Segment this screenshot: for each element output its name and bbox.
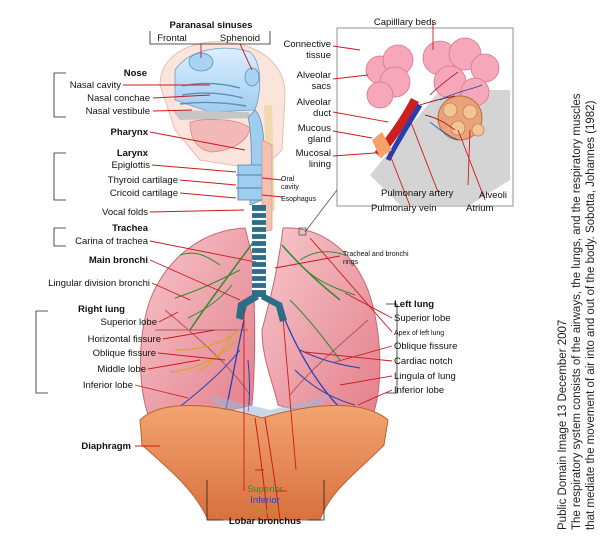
label-lobar-middle: Middle [251,506,279,517]
label-oral-cavity-2: cavity [281,184,299,191]
label-lobar-superior: Superior [247,484,283,495]
label-nasal-vestibule: Nasal vestibule [86,106,150,117]
caption-line-3: that mediate the movement of air into an… [585,100,597,530]
label-esophagus: Esophagus [281,196,317,203]
label-nose: Nose [124,68,147,79]
label-left-inferior-lobe: Inferior lobe [394,385,444,396]
label-atrium: Atrium [466,203,494,214]
label-sphenoid: Sphenoid [220,33,260,44]
label-main-bronchi: Main bronchi [89,255,148,266]
label-mucous-gland-2: gland [308,134,331,145]
label-carina: Carina of trachea [75,236,149,247]
label-pulmonary-artery: Pulmonary artery [381,188,454,199]
label-connective-2: tissue [306,50,331,61]
label-epiglottis: Epiglottis [111,160,150,171]
label-nasal-cavity: Nasal cavity [70,80,121,91]
label-lobar-inferior: Inferior [250,495,280,506]
caption-line-2: The respiratory system consists of the a… [571,93,583,530]
label-thyroid-cartilage: Thyroid cartilage [108,175,178,186]
label-cricoid-cartilage: Cricoid cartilage [110,188,178,199]
label-trachea: Trachea [112,223,149,234]
label-alveolar-duct-2: duct [313,108,331,119]
diaphragm-shape [139,405,389,521]
label-tracheal-rings-1: Tracheal and bronchi [343,251,409,258]
caption-line-1: Public Domain Image 13 December 2007 [557,319,569,530]
label-right-lung: Right lung [78,304,125,315]
label-paranasal-sinuses: Paranasal sinuses [170,20,253,31]
label-left-lung: Left lung [394,299,434,310]
label-right-oblique-fissure: Oblique fissure [93,348,156,359]
label-left-superior-lobe: Superior lobe [394,313,451,324]
label-frontal: Frontal [157,33,187,44]
label-alveolar-sacs-1: Alveolar [297,70,331,81]
label-lingula: Lingula of lung [394,371,456,382]
label-tracheal-rings-2: rings [343,259,359,266]
label-left-oblique-fissure: Oblique fissure [394,341,457,352]
label-middle-lobe: Middle lobe [97,364,146,375]
label-capillary-beds: Capilllary beds [374,17,437,28]
trachea-illustration [236,205,287,322]
label-connective-1: Connective [283,39,331,50]
label-oral-cavity-1: Oral [281,176,295,183]
label-alveoli: Alveoli [479,190,507,201]
label-alveolar-duct-1: Alveolar [297,97,331,108]
label-lobar-bronchus: Lobar bronchus [229,516,301,527]
label-alveolar-sacs-2: sacs [311,81,331,92]
label-pharynx: Pharynx [111,127,149,138]
label-leaders [35,22,486,521]
right-lung-shape [140,227,256,421]
tracheal-rings [252,210,266,291]
label-right-superior-lobe: Superior lobe [100,317,157,328]
head-illustration [159,41,286,233]
label-vocal-folds: Vocal folds [102,207,148,218]
label-apex-left-lung: Apex of left lung [394,330,444,337]
label-lingular-division: Lingular division bronchi [48,278,150,289]
label-pulmonary-vein: Pulmonary vein [371,203,436,214]
label-cardiac-notch: Cardiac notch [394,356,453,367]
label-mucosal-lining-1: Mucosal [296,148,331,159]
label-mucosal-lining-2: lining [309,159,331,170]
label-diaphragm: Diaphragm [81,441,131,452]
label-horizontal-fissure: Horizontal fissure [88,334,161,345]
inset-illustration [365,37,510,205]
sphenoid-sinus-shape [244,67,260,87]
label-larynx: Larynx [117,148,149,159]
label-mucous-gland-1: Mucous [298,123,332,134]
label-right-inferior-lobe: Inferior lobe [83,380,133,391]
label-nasal-conchae: Nasal conchae [87,93,150,104]
